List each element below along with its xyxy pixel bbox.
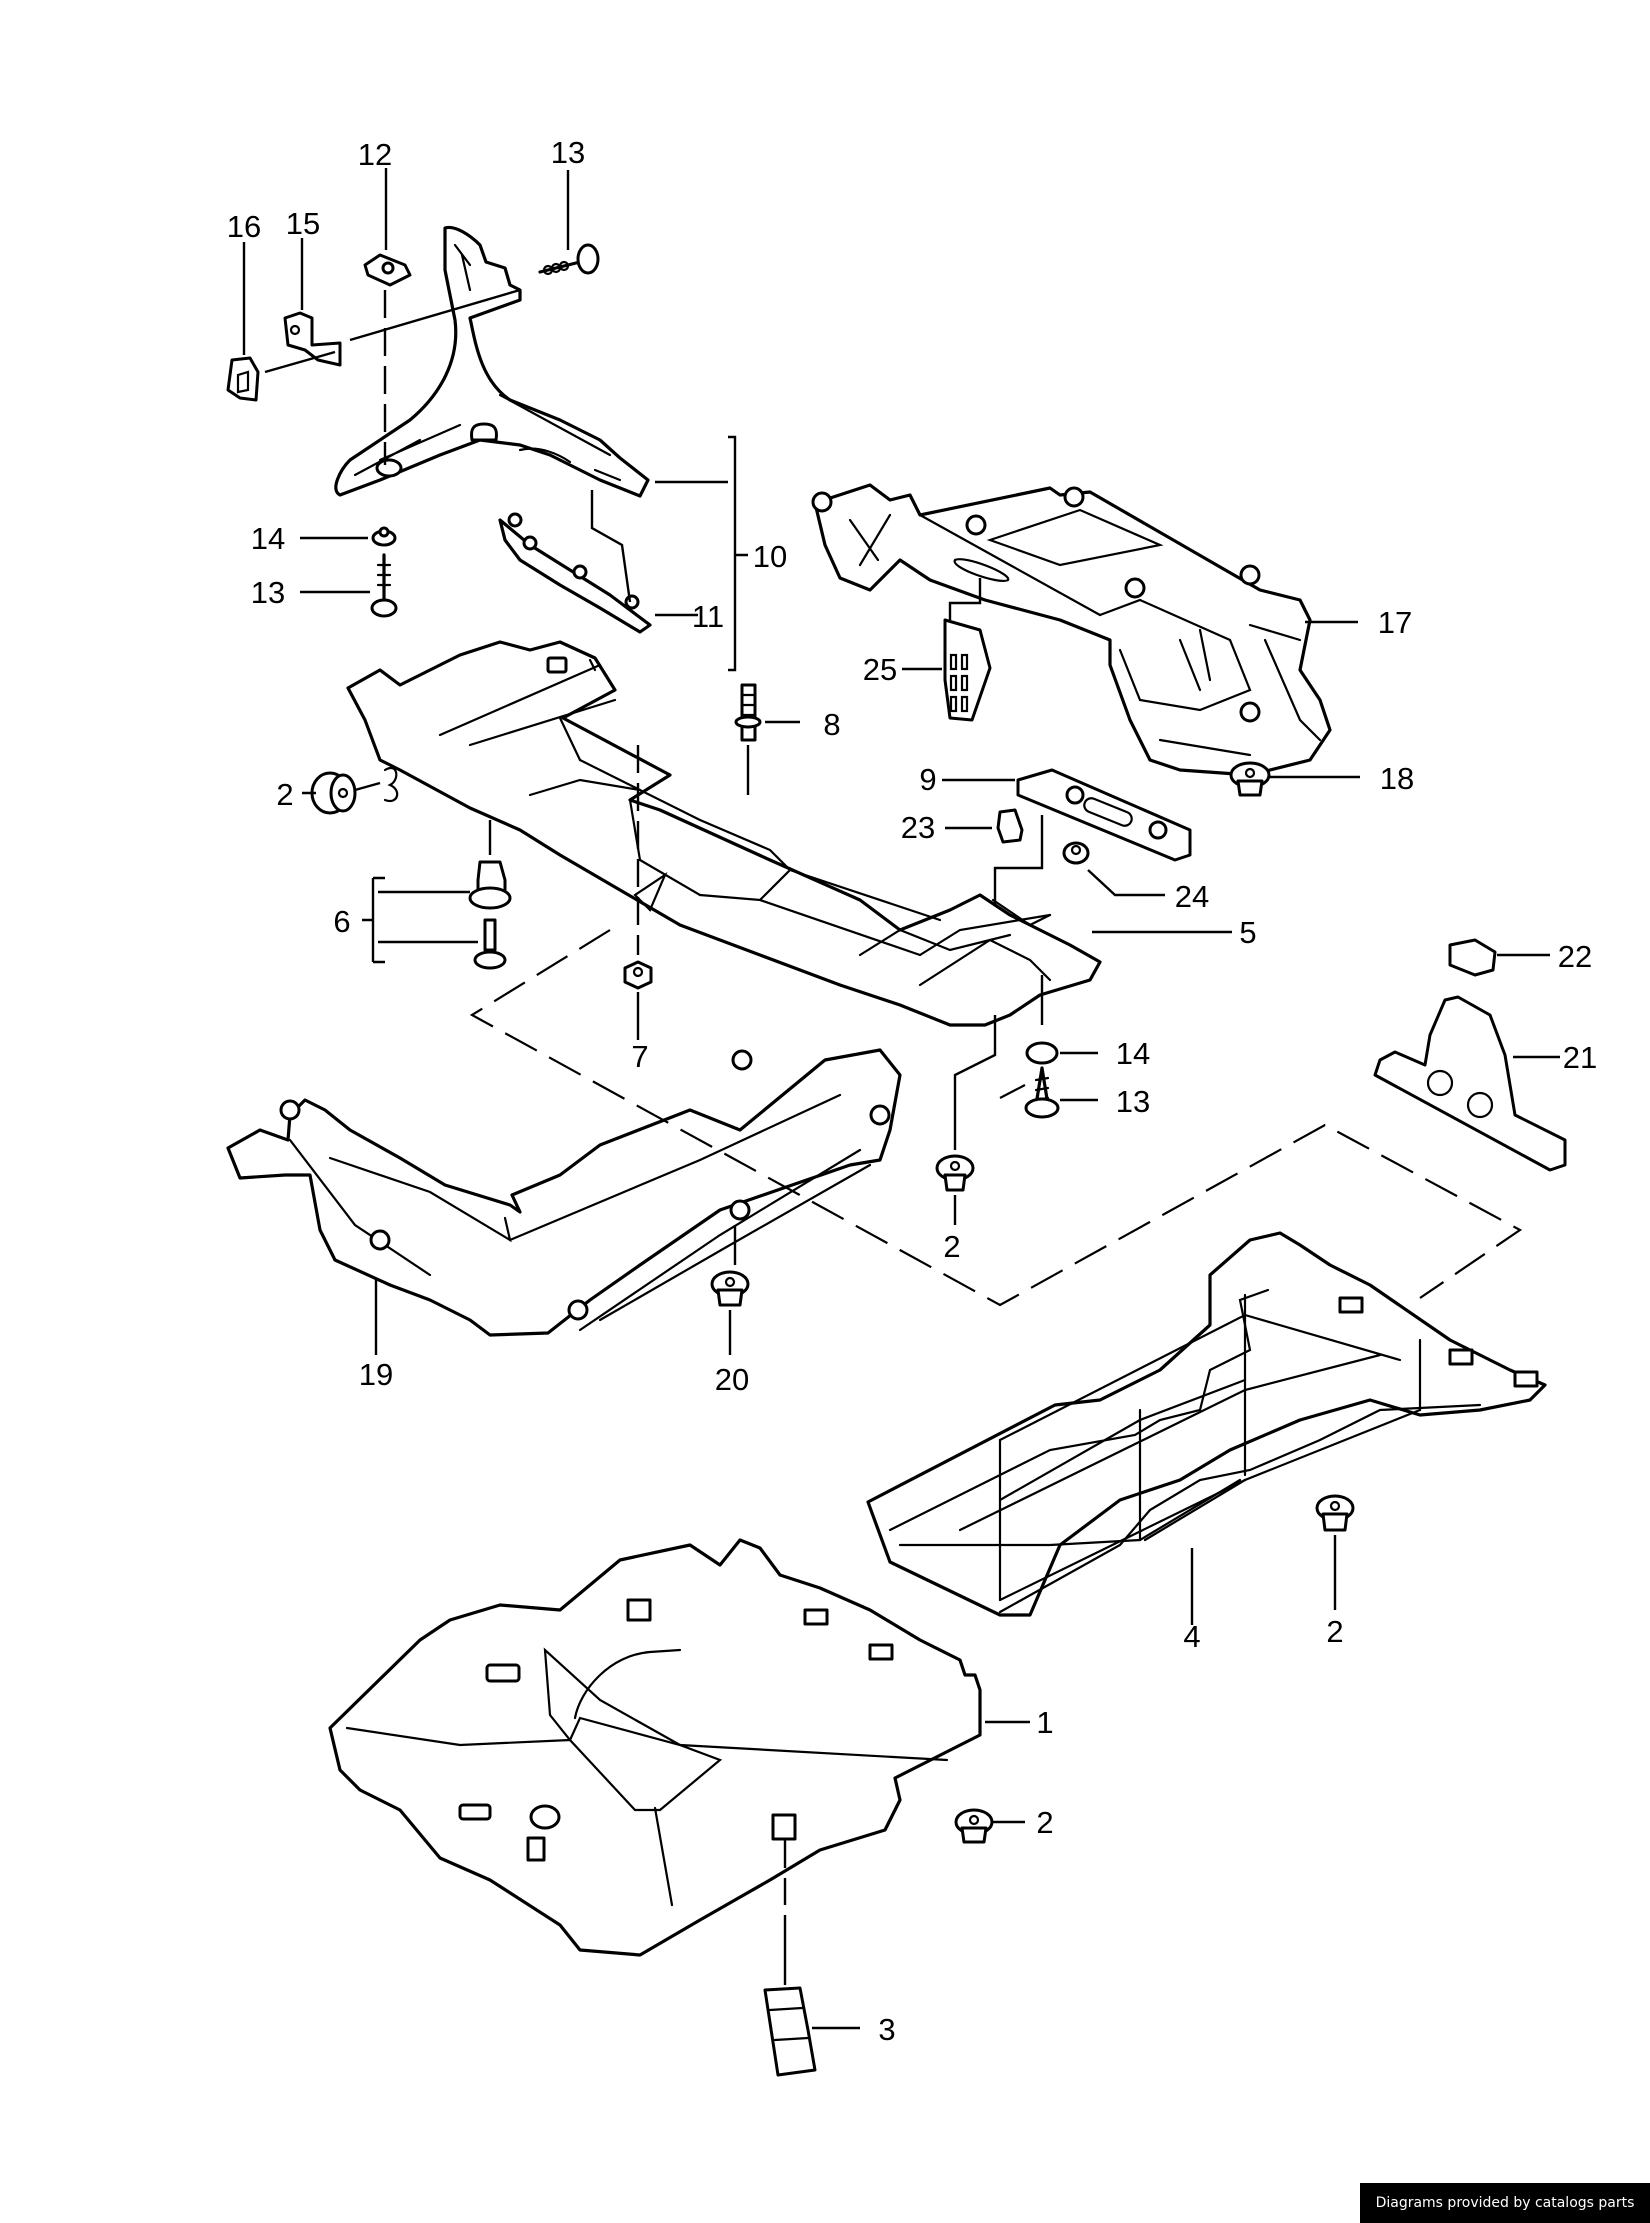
part-2-nut-center: [935, 1015, 997, 1225]
callout-17: 17: [1378, 605, 1412, 640]
credit-text: Diagrams provided by catalogs parts: [1375, 2195, 1635, 2211]
part-14-washer-right: [1025, 1041, 1098, 1065]
callout-13: 13: [1116, 1084, 1150, 1119]
callout-18: 18: [1380, 761, 1414, 796]
dashed-assembly-lines: [469, 929, 1523, 1307]
part-17-rear-cover: [811, 483, 1358, 777]
callout-13: 13: [251, 575, 285, 610]
part-13-screw-top: [538, 243, 600, 276]
callout-2: 2: [943, 1229, 960, 1264]
part-13-screw-left: [370, 553, 398, 618]
callout-4: 4: [1183, 1619, 1200, 1654]
callout-14: 14: [1116, 1036, 1150, 1071]
part-5-leader: [1040, 930, 1232, 1025]
part-4-trellis-panel: [866, 1231, 1547, 1625]
callout-21: 21: [1563, 1040, 1597, 1075]
callout-6: 6: [333, 904, 350, 939]
diagram-credit-badge: Diagrams provided by catalogs parts: [1360, 2183, 1650, 2223]
part-8-stud: [734, 683, 800, 795]
part-2-nut-right: [1315, 1494, 1355, 1610]
callout-23: 23: [901, 810, 935, 845]
part-3-clip-block: [763, 1840, 860, 2077]
callout-8: 8: [823, 707, 840, 742]
part-1-large-panel: [328, 1538, 1030, 1957]
callout-2: 2: [276, 777, 293, 812]
part-14-washer-left: [371, 526, 397, 547]
callout-14: 14: [251, 521, 285, 556]
callout-13: 13: [551, 135, 585, 170]
callout-2: 2: [1326, 1614, 1343, 1649]
part-2-nut-lower: [954, 1808, 1025, 1844]
callout-9: 9: [919, 762, 936, 797]
callout-25: 25: [863, 652, 897, 687]
part-2-nut-left: [302, 767, 399, 815]
part-24-plug: [1062, 841, 1165, 897]
part-13-screw-right: [1024, 1066, 1098, 1119]
part-21-bracket: [1373, 995, 1567, 1172]
callout-12: 12: [358, 137, 392, 172]
callout-10: 10: [753, 539, 787, 574]
part-11-seal-strip: [498, 512, 652, 634]
part-23-clip-nut: [945, 808, 1024, 844]
callout-labels: 12 13 16 15 14 13 10 11 17 25 8 18 2 9 2…: [227, 135, 1597, 2047]
callout-2: 2: [1036, 1805, 1053, 1840]
left-callout-leaders: [300, 536, 370, 594]
part-9-bracket: [942, 768, 1192, 905]
top-leaders: [242, 168, 570, 465]
part-16-clip: [226, 356, 260, 402]
callout-16: 16: [227, 209, 261, 244]
callout-15: 15: [286, 206, 320, 241]
part-19-side-tray: [226, 1048, 902, 1355]
part-25-vented-bracket: [902, 618, 992, 722]
callout-20: 20: [715, 1362, 749, 1397]
part-15-bracket: [283, 311, 342, 367]
callout-24: 24: [1175, 879, 1209, 914]
callout-22: 22: [1558, 939, 1592, 974]
part-7-hex-nut: [623, 745, 653, 1040]
bracket-10: [590, 435, 748, 672]
part-18-nut: [1229, 761, 1360, 797]
callout-11: 11: [692, 599, 724, 634]
callout-19: 19: [359, 1357, 393, 1392]
part-22-clip-nut: [1448, 938, 1550, 977]
part-5-center-panel: [346, 640, 1102, 1027]
part-10-y-panel: [334, 225, 650, 498]
part-12-speed-nut: [363, 253, 412, 287]
callout-7: 7: [631, 1039, 648, 1074]
callout-5: 5: [1239, 915, 1256, 950]
callout-3: 3: [878, 2012, 895, 2047]
part-6-rivet-set: [362, 820, 512, 970]
part-20-nut: [710, 1225, 750, 1355]
callout-1: 1: [1036, 1705, 1053, 1740]
